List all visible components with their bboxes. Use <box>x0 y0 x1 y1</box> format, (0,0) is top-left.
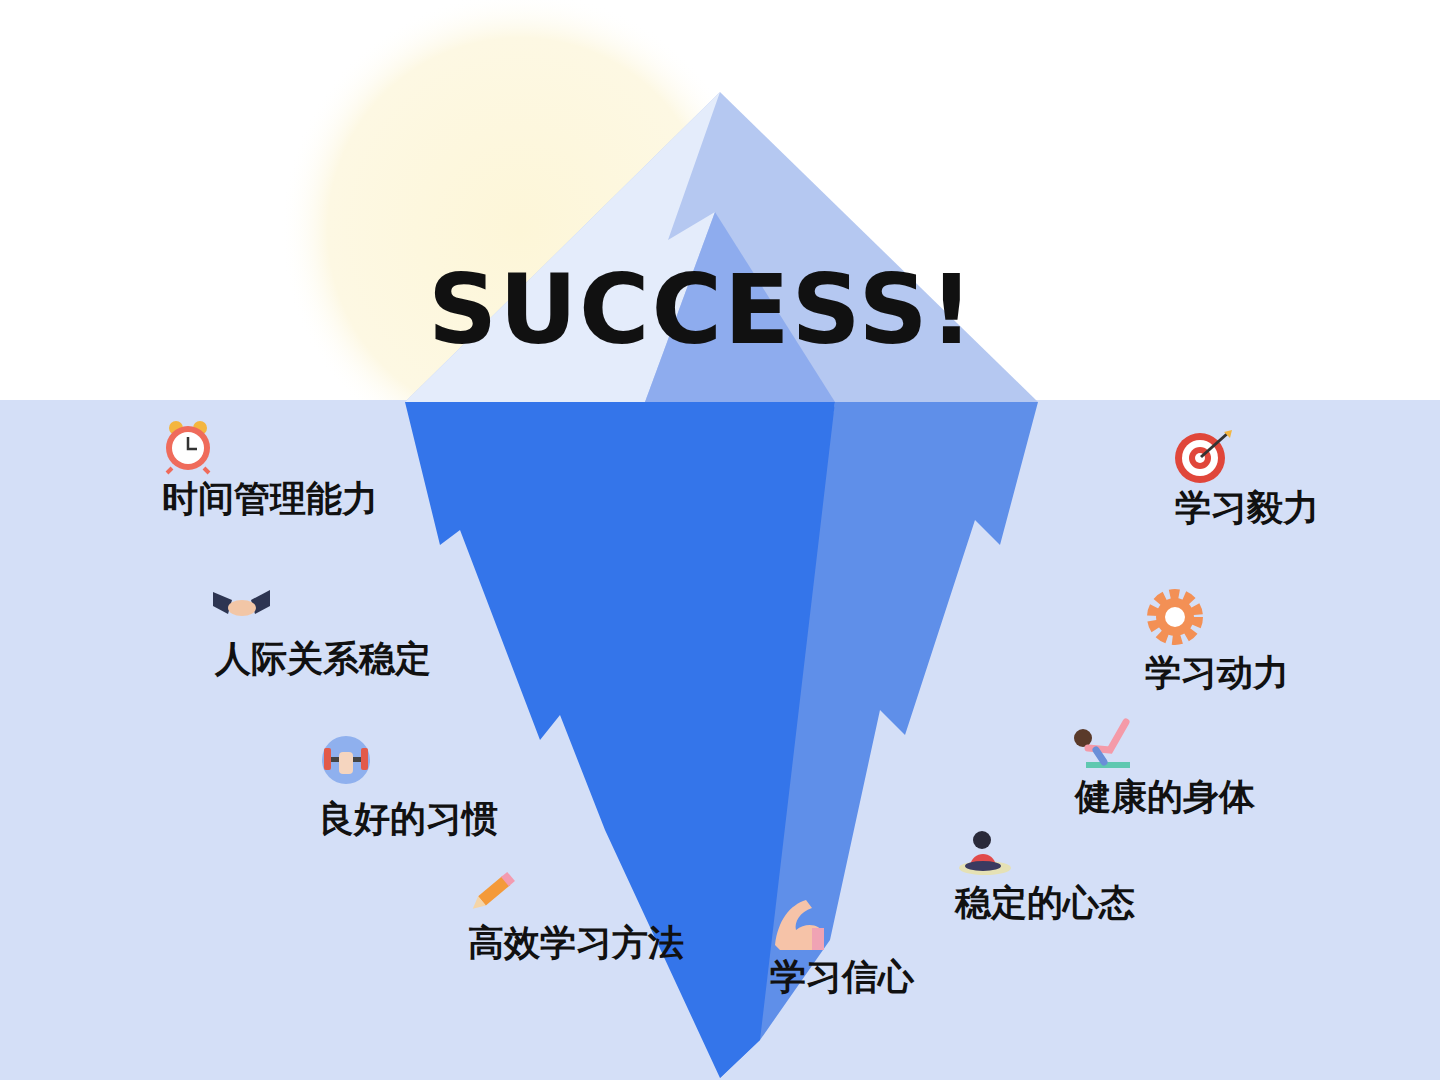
arm-icon <box>775 900 824 950</box>
factor-label: 学习信心 <box>770 956 914 997</box>
dumbbell-icon <box>322 736 370 784</box>
clock-icon <box>166 421 210 473</box>
gear-icon <box>1153 595 1197 639</box>
factor-label: 稳定的心态 <box>955 882 1135 923</box>
handshake-icon <box>213 590 270 616</box>
exercise-icon <box>1074 722 1130 768</box>
title-text: SUCCESS! <box>428 258 975 364</box>
factor-label: 时间管理能力 <box>162 478 378 519</box>
factor-label: 人际关系稳定 <box>215 638 431 679</box>
meditation-icon <box>959 831 1011 875</box>
pencil-icon <box>469 872 515 913</box>
factor-label: 学习毅力 <box>1175 487 1319 528</box>
target-icon <box>1175 430 1232 483</box>
factor-label: 高效学习方法 <box>468 922 684 963</box>
factor-label: 良好的习惯 <box>318 798 498 839</box>
iceberg-top <box>405 92 1038 402</box>
factor-label: 学习动力 <box>1145 652 1289 693</box>
water <box>0 400 1440 1080</box>
factor-label: 健康的身体 <box>1075 776 1255 817</box>
